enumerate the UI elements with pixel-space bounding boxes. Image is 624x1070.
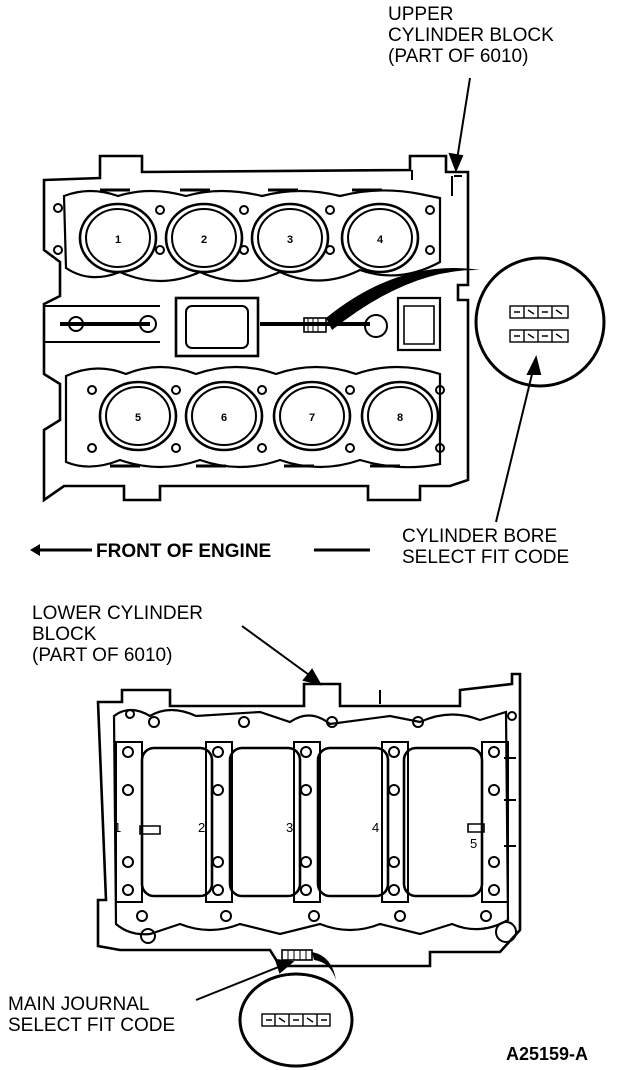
cylinder-label-2: 2	[201, 234, 207, 246]
upper-label-line-2: CYLINDER BLOCK	[388, 25, 554, 46]
main-bearing-labels: 1 2 3 4 5	[114, 820, 477, 851]
upper-block-arrowhead	[448, 152, 464, 173]
bore-code-label-line-1: CYLINDER BORE	[402, 526, 558, 547]
main-code-magnifier	[238, 972, 354, 1068]
main-code-stamp	[281, 949, 336, 980]
bore-code-label-line-2: SELECT FIT CODE	[402, 547, 570, 568]
upper-label-line-1: UPPER	[388, 4, 454, 25]
cylinder-label-8: 8	[397, 412, 403, 424]
cylinder-bore-3: 3	[250, 202, 330, 274]
upper-cylinder-bores: 1 2 3 4 5 6 7	[78, 202, 440, 452]
lower-block-leader	[241, 625, 317, 681]
leader-lines	[195, 77, 542, 1001]
cylinder-label-7: 7	[309, 412, 315, 424]
cylinder-bore-code-label: CYLINDER BORE SELECT FIT CODE	[402, 526, 569, 568]
bore-code-arrowhead	[526, 355, 542, 375]
cylinder-bore-1: 1	[78, 202, 158, 274]
cylinder-bore-4: 4	[340, 202, 420, 274]
lower-label-line-2: BLOCK	[32, 624, 97, 645]
lower-block-bolt-holes	[122, 709, 517, 944]
cylinder-bore-8: 8	[360, 380, 440, 452]
lower-cylinder-block	[96, 672, 522, 968]
main-journal-code-label: MAIN JOURNAL SELECT FIT CODE	[8, 994, 175, 1036]
cylinder-bore-5: 5	[98, 380, 178, 452]
lower-label-line-1: LOWER CYLINDER	[32, 603, 204, 624]
main-bearing-label-5: 5	[470, 836, 477, 851]
main-code-label-line-2: SELECT FIT CODE	[8, 1015, 176, 1036]
lower-block-arrowhead	[302, 668, 323, 686]
cylinder-label-5: 5	[135, 412, 141, 424]
upper-cylinder-block-label: UPPER CYLINDER BLOCK (PART OF 6010)	[388, 4, 554, 67]
figure-id: A25159-A	[506, 1044, 589, 1064]
main-bearing-label-4: 4	[372, 820, 379, 835]
cylinder-bore-6: 6	[184, 380, 264, 452]
main-code-leader	[195, 963, 287, 1001]
bore-code-leader	[495, 365, 535, 523]
main-bearing-label-1: 1	[114, 820, 121, 835]
main-code-label-line-1: MAIN JOURNAL	[8, 994, 150, 1015]
cylinder-label-3: 3	[287, 234, 293, 246]
upper-block-bosses	[53, 170, 462, 468]
main-bearing-label-3: 3	[286, 820, 293, 835]
main-bearing-label-2: 2	[198, 820, 205, 835]
upper-label-line-3: (PART OF 6010)	[388, 46, 529, 67]
upper-cylinder-block	[42, 154, 470, 503]
lower-label-line-3: (PART OF 6010)	[32, 645, 173, 666]
front-of-engine-arrow	[30, 544, 370, 556]
cylinder-bore-2: 2	[164, 202, 244, 274]
cylinder-label-1: 1	[115, 234, 121, 246]
cylinder-label-6: 6	[221, 412, 227, 424]
bore-code-stamp	[303, 268, 480, 333]
bore-code-magnifier	[474, 256, 606, 388]
cylinder-label-4: 4	[377, 234, 384, 246]
upper-block-leader	[455, 77, 471, 167]
cylinder-bore-7: 7	[272, 380, 352, 452]
lower-cylinder-block-label: LOWER CYLINDER BLOCK (PART OF 6010)	[32, 603, 203, 666]
front-of-engine-label: FRONT OF ENGINE	[96, 541, 272, 562]
